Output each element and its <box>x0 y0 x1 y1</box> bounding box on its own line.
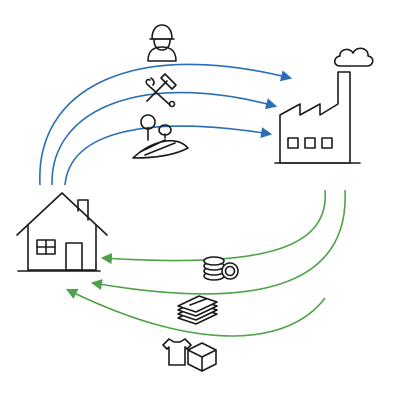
land-trees-icon <box>132 114 189 159</box>
worker-hardhat-icon <box>147 24 177 62</box>
flow-arrow-capital <box>51 91 278 186</box>
coins-stack-icon <box>203 256 239 281</box>
flow-arrow-money <box>100 189 326 265</box>
banknotes-stack-icon <box>177 295 218 325</box>
tools-hammer-wrench-icon <box>145 73 177 108</box>
flow-arrow-labor <box>39 63 293 186</box>
shirt-and-box-icon <box>162 338 217 372</box>
factory-icon <box>274 47 374 164</box>
flow-arrow-goods <box>65 288 326 337</box>
flows-to-household <box>65 189 346 337</box>
flow-arrow-land <box>64 125 273 186</box>
flows-to-firm <box>39 63 293 186</box>
flow-arrow-income <box>90 189 346 295</box>
house-icon <box>16 192 108 272</box>
